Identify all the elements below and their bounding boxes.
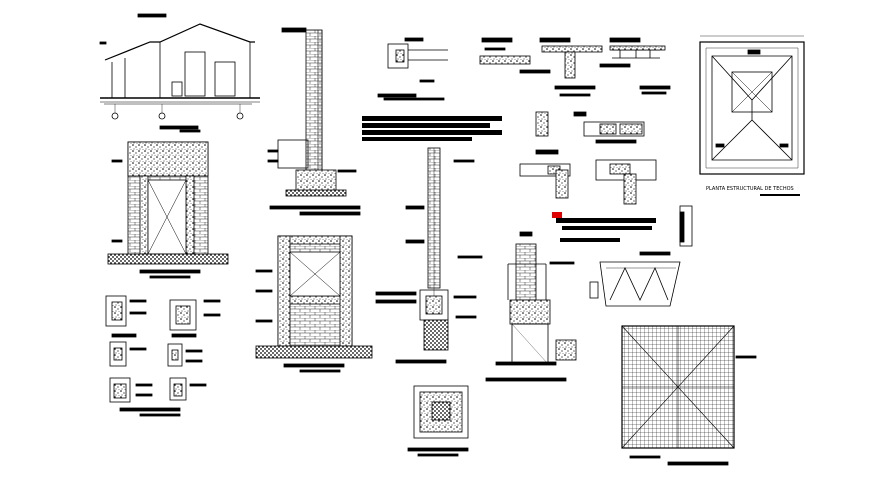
wall-section-detail xyxy=(267,27,361,216)
column-details-cluster xyxy=(519,111,657,205)
door-frame-elevation xyxy=(107,141,229,279)
column-sections-small xyxy=(105,295,221,417)
column-footing-section xyxy=(375,147,477,364)
truss-detail xyxy=(589,205,693,307)
slab-reinforcement-plan xyxy=(621,325,757,466)
roof-plan-title-underline xyxy=(760,194,800,196)
footing-detail xyxy=(457,231,577,382)
spec-notes-block xyxy=(362,116,502,141)
slab-details-row xyxy=(479,37,671,97)
beam-detail-small xyxy=(377,37,448,101)
roof-structural-plan xyxy=(699,35,805,175)
highlighted-note xyxy=(552,212,656,242)
frame-elevation-two-level xyxy=(255,235,373,373)
roof-plan-title: PLANTA ESTRUCTURAL DE TECHOS xyxy=(706,186,794,192)
house-section-elevation xyxy=(99,13,260,133)
footing-plan-square xyxy=(407,385,469,457)
